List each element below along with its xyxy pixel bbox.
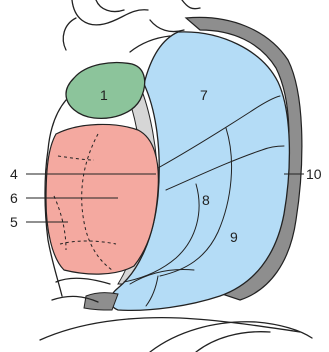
pink-region (46, 124, 158, 274)
label-6: 6 (10, 190, 18, 206)
label-10: 10 (306, 166, 322, 182)
label-1: 1 (100, 87, 108, 103)
label-5: 5 (10, 214, 18, 230)
label-7: 7 (200, 87, 208, 103)
label-9: 9 (230, 229, 238, 245)
label-8: 8 (202, 192, 210, 208)
bottom-gray-wedge (84, 293, 118, 310)
label-4: 4 (10, 166, 18, 182)
